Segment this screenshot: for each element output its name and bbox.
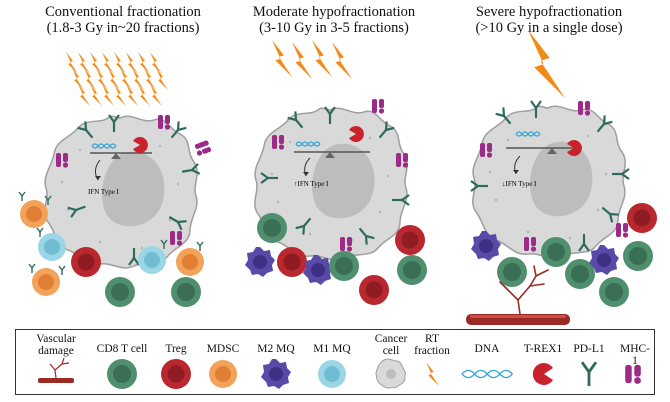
panel-subheading: (>10 Gy in a single dose)	[475, 20, 623, 36]
vessel-icon	[466, 265, 570, 325]
rt-fraction-icons	[272, 40, 353, 80]
pd-l1-icon	[580, 361, 598, 386]
ifn-label: ↑IFN Type I	[294, 180, 329, 188]
trex1-icon	[532, 363, 553, 385]
legend-label-t-rex1: T-REX1	[523, 343, 563, 355]
panel-conventional: IFN Type I	[18, 52, 212, 307]
rt-fraction-icons	[528, 30, 566, 99]
panel-title-moderate: Moderate hypofractionation (3-10 Gy in 3…	[219, 4, 449, 36]
legend-label-mhc-1: MHC-1	[619, 343, 651, 367]
cancer-cell-icon	[44, 115, 198, 269]
vessel-icon	[38, 357, 74, 383]
legend-icons	[38, 357, 641, 389]
panel-severe: ↓IFN Type I	[466, 30, 657, 325]
panel-subheading: (3-10 Gy in 3-5 fractions)	[259, 20, 409, 36]
ifn-label: ↓IFN Type I	[502, 180, 537, 188]
mhc-1-icon	[625, 364, 641, 384]
legend-label-treg: Treg	[165, 343, 187, 355]
legend	[15, 329, 655, 395]
lightning-icon	[426, 362, 440, 387]
rt-fraction-icons	[66, 52, 168, 106]
legend-label-mdsc: MDSC	[206, 343, 240, 355]
legend-label-cd8-t-cell: CD8 T cell	[96, 343, 148, 355]
cancer-cell-icon	[375, 358, 406, 389]
legend-label-pd-l1: PD-L1	[573, 343, 605, 355]
panel-heading: Severe hypofractionation	[475, 4, 623, 20]
legend-label-m1-mq: M1 MQ	[313, 343, 351, 355]
legend-label-dna: DNA	[474, 343, 500, 355]
panel-title-conventional: Conventional fractionation (1.8-3 Gy in~…	[8, 4, 238, 36]
panel-title-severe: Severe hypofractionation (>10 Gy in a si…	[434, 4, 664, 36]
panel-heading: Conventional fractionation	[45, 4, 201, 20]
panel-heading: Moderate hypofractionation	[252, 4, 416, 20]
ifn-label: IFN Type I	[88, 188, 120, 196]
legend-label-rt-fraction: RT fraction	[414, 333, 450, 357]
legend-label-cancer-cell: Cancer cell	[374, 333, 408, 357]
legend-label-vascular-damage: Vascular damage	[36, 333, 76, 357]
dna-icon	[461, 369, 513, 379]
panel-moderate: ↑IFN Type I	[245, 40, 427, 305]
panel-subheading: (1.8-3 Gy in~20 fractions)	[46, 20, 200, 36]
legend-label-m2-mq: M2 MQ	[257, 343, 295, 355]
